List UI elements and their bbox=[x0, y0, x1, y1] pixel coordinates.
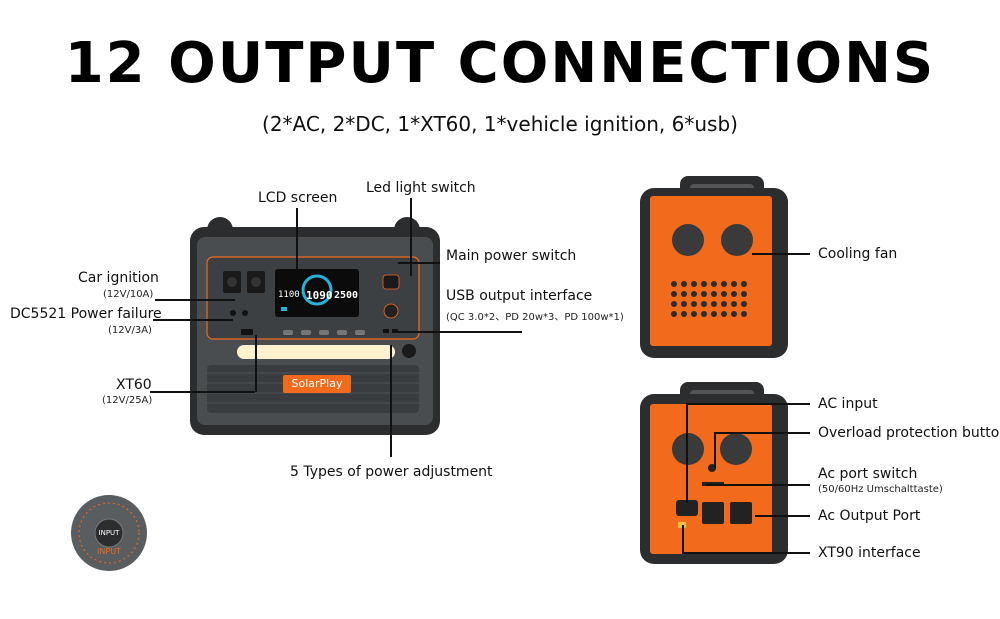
label-power-adjustment: 5 Types of power adjustment bbox=[290, 464, 493, 480]
leader-cooling-fan bbox=[752, 253, 810, 255]
label-dc5521: DC5521 Power failure bbox=[10, 306, 162, 322]
leader-lcd bbox=[296, 208, 298, 270]
page-title: 12 OUTPUT CONNECTIONS bbox=[64, 31, 936, 96]
label-car-ignition-spec: (12V/10A) bbox=[103, 289, 154, 300]
dial-ring-label: INPUT bbox=[97, 547, 121, 556]
power-station-side bbox=[640, 176, 788, 358]
page-subtitle: (2*AC, 2*DC, 1*XT60, 1*vehicle ignition,… bbox=[262, 112, 738, 136]
leader-xt60-v bbox=[255, 335, 257, 392]
label-xt60: XT60 bbox=[116, 377, 152, 393]
leader-ac-output bbox=[755, 515, 810, 517]
leader-usb bbox=[398, 331, 522, 333]
leader-dc5521-h bbox=[153, 319, 233, 321]
label-xt60-spec: (12V/25A) bbox=[102, 395, 153, 406]
lcd-reading-left: 1100 bbox=[278, 290, 300, 300]
leader-ac-switch bbox=[706, 484, 810, 486]
label-lcd-screen: LCD screen bbox=[258, 190, 338, 206]
leader-ac-input-h bbox=[686, 403, 810, 405]
leader-overload-h bbox=[714, 432, 810, 434]
label-led-light-switch: Led light switch bbox=[366, 180, 476, 196]
leader-led bbox=[410, 198, 412, 276]
label-ac-output-port: Ac Output Port bbox=[818, 508, 921, 524]
power-station-front bbox=[190, 217, 440, 435]
brand-logo: SolarPlay bbox=[291, 377, 343, 390]
label-ac-port-switch: Ac port switch bbox=[818, 466, 918, 482]
leader-xt90-h bbox=[682, 552, 810, 554]
power-station-back bbox=[640, 382, 788, 564]
leader-ac-input-v bbox=[686, 403, 688, 503]
label-dc5521-spec: (12V/3A) bbox=[108, 325, 152, 336]
leader-adjustment bbox=[390, 345, 392, 457]
label-ac-input: AC input bbox=[818, 396, 878, 412]
dial-center-label: INPUT bbox=[98, 529, 120, 537]
label-usb-output: USB output interface bbox=[446, 288, 593, 304]
label-xt90-interface: XT90 interface bbox=[818, 545, 921, 561]
leader-xt60-h bbox=[150, 391, 255, 393]
leader-overload-v bbox=[714, 432, 716, 468]
leader-xt90-v bbox=[682, 525, 684, 553]
label-car-ignition: Car ignition bbox=[78, 270, 159, 286]
lcd-reading-center: 1090 bbox=[306, 289, 333, 302]
leader-main-power bbox=[398, 262, 440, 264]
lcd-reading-right: 2500 bbox=[334, 290, 359, 301]
input-dial bbox=[71, 495, 147, 571]
label-overload-protection: Overload protection button bbox=[818, 425, 1000, 441]
label-ac-port-switch-detail: (50/60Hz Umschalttaste) bbox=[818, 484, 943, 495]
label-cooling-fan: Cooling fan bbox=[818, 246, 898, 262]
leader-car-ignition-h bbox=[155, 299, 235, 301]
label-usb-output-detail: (QC 3.0*2、PD 20w*3、PD 100w*1) bbox=[446, 312, 624, 323]
label-main-power-switch: Main power switch bbox=[446, 248, 577, 264]
